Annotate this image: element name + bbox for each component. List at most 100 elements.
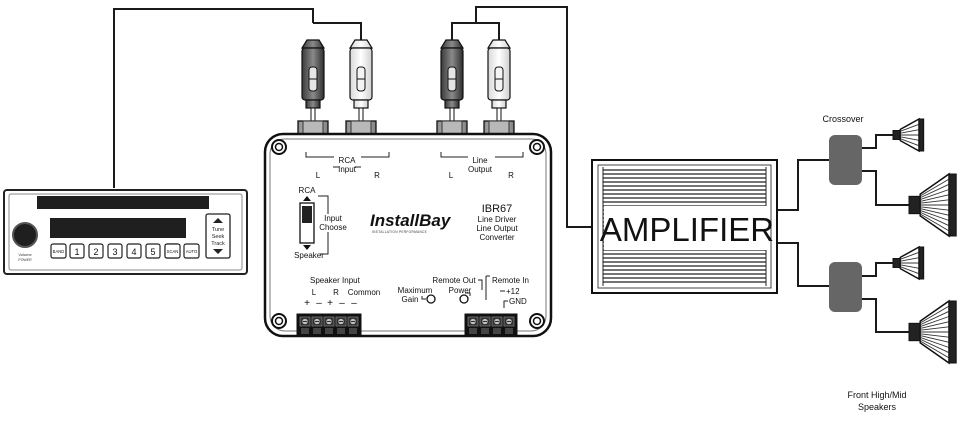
polarity-mark: – (351, 298, 357, 309)
tune-label: Tune (212, 227, 224, 233)
speakers-label-2: Speakers (858, 402, 897, 412)
volume-knob[interactable] (12, 222, 38, 248)
front-speakers (892, 117, 957, 365)
polarity-mark: – (316, 298, 322, 309)
line-output-amp-wire (475, 6, 592, 228)
input-choose-label-1: Input (324, 214, 343, 223)
polarity-mark: – (339, 298, 345, 309)
remote-out-label: Remote Out (432, 276, 476, 285)
terminal-screw[interactable] (335, 316, 347, 334)
rca-input-right-plug[interactable] (348, 39, 374, 122)
rca-plugs (297, 39, 515, 144)
remote-out-power: Remote Out Power (432, 276, 483, 304)
amp-crossover-top-wire (777, 159, 829, 211)
model-block: IBR67 Line Driver Line Output Converter (476, 203, 518, 242)
rca-input-left: L (316, 171, 321, 180)
power-label: POWER (18, 258, 32, 262)
preset-button-label: 3 (112, 247, 117, 257)
terminal-screw[interactable] (503, 316, 515, 334)
input-choose-switch[interactable]: RCA Input Choose Speaker (294, 186, 347, 260)
preset-button-band[interactable]: BAND (50, 243, 67, 259)
line-output-right-plug[interactable] (486, 39, 512, 122)
line-output-title-2: Output (468, 165, 493, 174)
maximum-gain-label-2: Gain (402, 295, 419, 304)
amplifier-label: AMPLIFIER (600, 211, 774, 248)
crossover-mid-bottom-wire (862, 298, 909, 333)
line-output-left: L (449, 171, 454, 180)
terminal-screw[interactable] (479, 316, 491, 334)
line-output-bracket: Line Output L R (440, 152, 524, 180)
remote-in-labels: Remote In +12 GND (485, 275, 529, 308)
crossover-bottom (829, 262, 862, 312)
terminal-screw[interactable] (347, 316, 359, 334)
terminal-screw[interactable] (311, 316, 323, 334)
power-led-label: Power (449, 286, 472, 295)
wires (113, 6, 909, 333)
line-output-title-1: Line (472, 156, 488, 165)
polarity-mark: + (327, 298, 333, 309)
description-line-3: Converter (479, 233, 514, 242)
amp-crossover-bottom-wire (777, 242, 829, 287)
midrange-top (908, 172, 957, 238)
rca-input-right: R (374, 171, 380, 180)
remote-in-gnd: GND (509, 297, 527, 306)
cd-slot (37, 196, 209, 209)
switch-up-arrow-icon (303, 196, 311, 201)
terminal-screw[interactable] (491, 316, 503, 334)
line-output-right: R (508, 171, 514, 180)
volume-label: Volume (18, 252, 32, 257)
preset-button-label: AUTO (186, 249, 198, 254)
preset-button-2[interactable]: 2 (88, 243, 104, 259)
brand-tagline: INSTALLATION PERFORMANCE (372, 230, 427, 234)
rca-input-title-2: Input (338, 165, 357, 174)
preset-button-4[interactable]: 4 (126, 243, 142, 259)
arrow-up-icon (213, 218, 223, 223)
brand-name: InstallBay (370, 211, 452, 230)
tune-seek-track-button[interactable]: Tune Seek Track (205, 213, 231, 259)
terminal-screw[interactable] (323, 316, 335, 334)
line-output-left-plug[interactable] (439, 39, 465, 122)
speaker-input-title: Speaker Input (310, 276, 361, 285)
speaker-input-right: R (333, 288, 339, 297)
preset-buttons: BAND123456SCANAUTO (50, 243, 200, 259)
description-line-1: Line Driver (478, 215, 517, 224)
preset-button-label: BAND (53, 249, 65, 254)
tweeter-top (892, 117, 925, 153)
gain-potentiometer[interactable] (426, 294, 436, 304)
rca-input-title-1: RCA (339, 156, 357, 165)
speaker-input-labels: Speaker Input L R Common +–+–– (304, 276, 380, 309)
crossover-tweeter-top-wire (862, 134, 893, 149)
line-output-converter: RCA Input L R Line Output L R RCA Input … (263, 132, 553, 338)
crossover-mid-top-wire (862, 170, 909, 206)
preset-button-3[interactable]: 3 (107, 243, 123, 259)
remote-terminal-block[interactable] (464, 313, 518, 337)
preset-button-scan[interactable]: SCAN (164, 243, 181, 259)
preset-button-label: SCAN (167, 249, 179, 254)
arrow-down-icon (213, 249, 223, 254)
tweeter-bottom (892, 245, 925, 281)
terminal-screw[interactable] (299, 316, 311, 334)
polarity-marks: +–+–– (304, 298, 357, 309)
input-choose-label-2: Choose (319, 223, 347, 232)
preset-button-auto[interactable]: AUTO (183, 243, 200, 259)
preset-button-label: 1 (74, 247, 79, 257)
crossover-top (829, 135, 862, 185)
preset-button-5[interactable]: 5 (145, 243, 161, 259)
preset-button-label: 4 (131, 247, 136, 257)
rca-input-left-plug[interactable] (300, 39, 326, 122)
input-choose-top: RCA (299, 186, 317, 195)
maximum-gain-control[interactable]: Maximum Gain (398, 286, 436, 304)
terminal-screw[interactable] (467, 316, 479, 334)
switch-down-arrow-icon (303, 245, 311, 250)
remote-in-plus12: +12 (506, 287, 520, 296)
model-number: IBR67 (482, 203, 513, 215)
seek-label: Seek (212, 234, 225, 240)
preset-button-1[interactable]: 1 (69, 243, 85, 259)
speaker-input-terminal-block[interactable] (296, 313, 362, 337)
remote-in-title: Remote In (492, 276, 529, 285)
rca-input-bracket: RCA Input L R (305, 152, 390, 180)
description-line-2: Line Output (476, 224, 518, 233)
installbay-logo: InstallBay INSTALLATION PERFORMANCE (370, 211, 452, 234)
